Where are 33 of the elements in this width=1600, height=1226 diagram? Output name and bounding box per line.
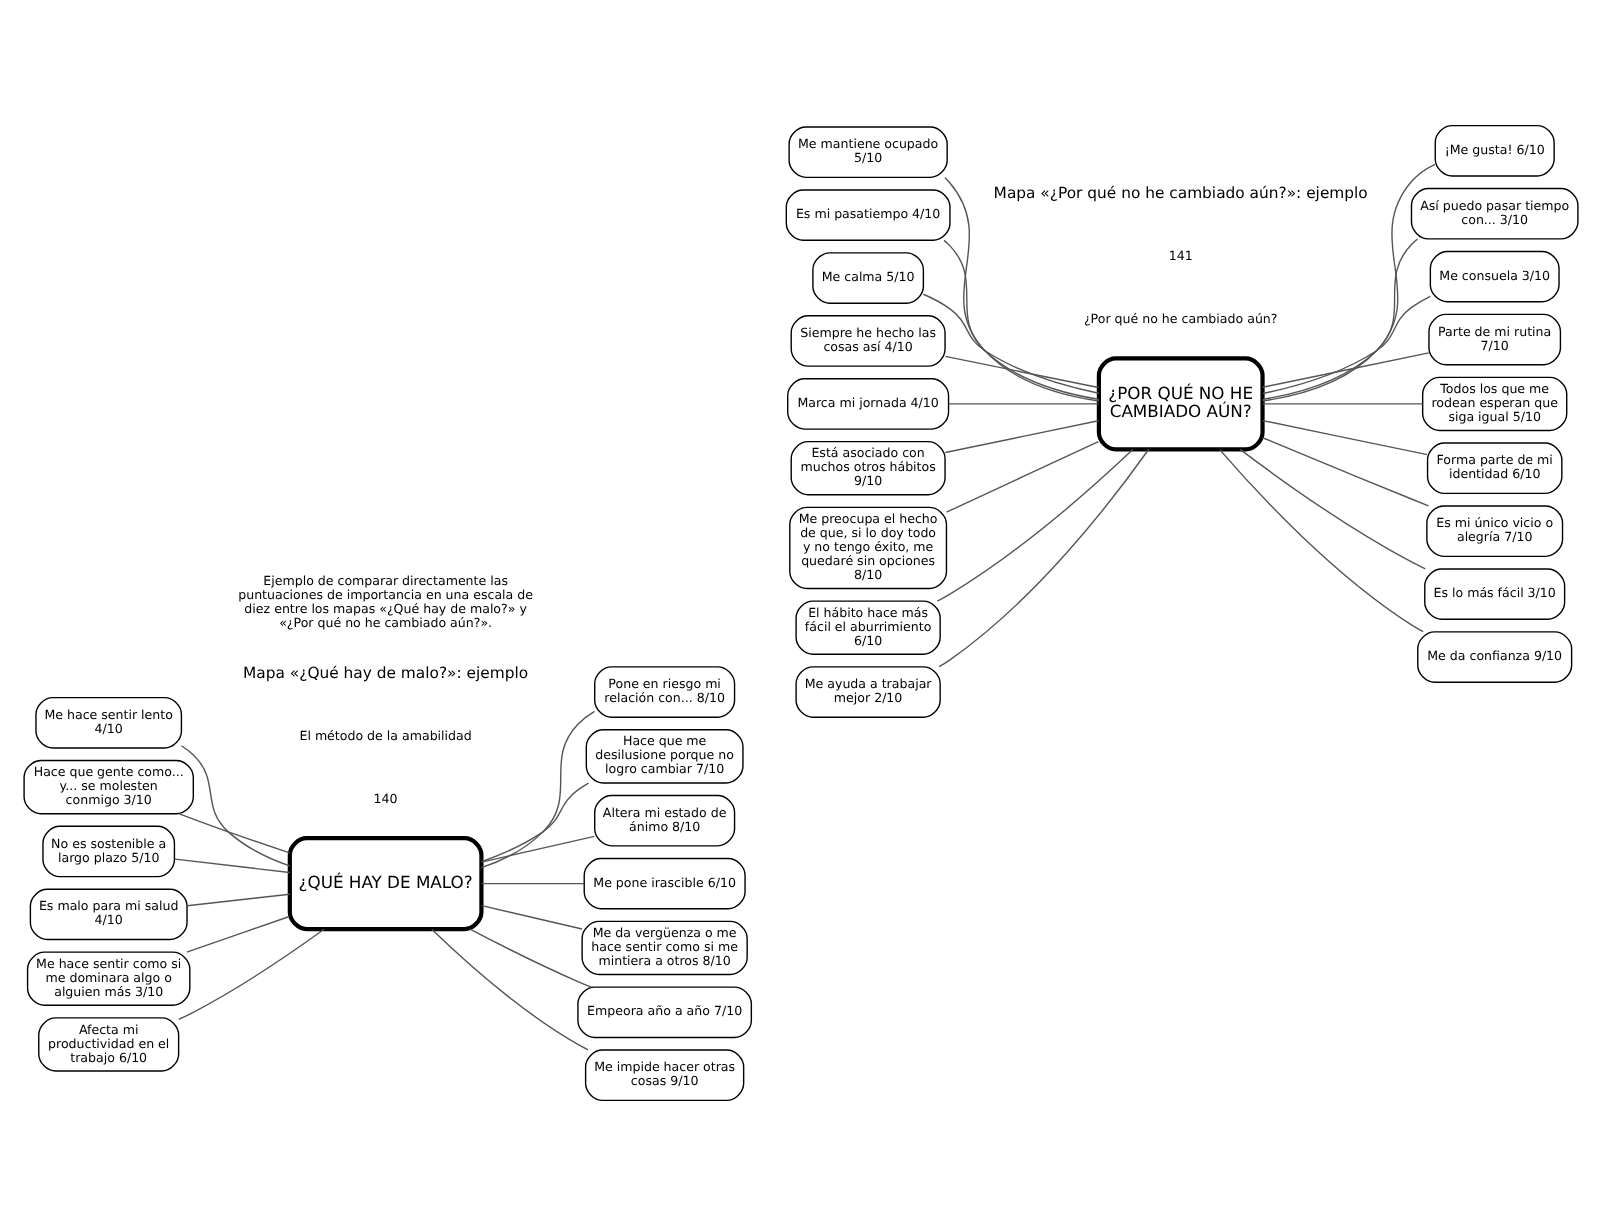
connector: [173, 858, 290, 874]
connector: [943, 355, 1099, 389]
node-box: ¿POR QUÉ NO HE CAMBIADO AÚN?: [1095, 356, 1264, 452]
connector: [942, 239, 1099, 400]
connector: [177, 928, 324, 1021]
connector: [480, 882, 584, 885]
connector: [1260, 163, 1435, 402]
connector: [1260, 403, 1423, 405]
connector: [1260, 437, 1429, 507]
connector: [177, 813, 290, 854]
connector: [937, 448, 1149, 668]
connector: [1261, 295, 1430, 395]
connector: [480, 835, 595, 863]
connector: [921, 293, 1099, 394]
connector: [185, 893, 290, 907]
connector: [947, 403, 1099, 405]
connector: [1218, 448, 1423, 633]
connector: [1260, 419, 1427, 456]
node-box: ¿QUÉ HAY DE MALO?: [286, 836, 483, 932]
connector: [430, 928, 588, 1051]
connector: [935, 448, 1133, 602]
connector: [480, 782, 589, 863]
connector: [1260, 352, 1429, 388]
connector: [1238, 448, 1426, 570]
connector: [468, 928, 591, 988]
connector: [943, 420, 1099, 454]
connector: [1260, 238, 1418, 401]
connector: [944, 440, 1099, 513]
connector: [480, 904, 582, 930]
connector: [179, 745, 290, 867]
connector: [943, 177, 1099, 402]
connector: [185, 915, 290, 953]
connector: [479, 710, 595, 869]
